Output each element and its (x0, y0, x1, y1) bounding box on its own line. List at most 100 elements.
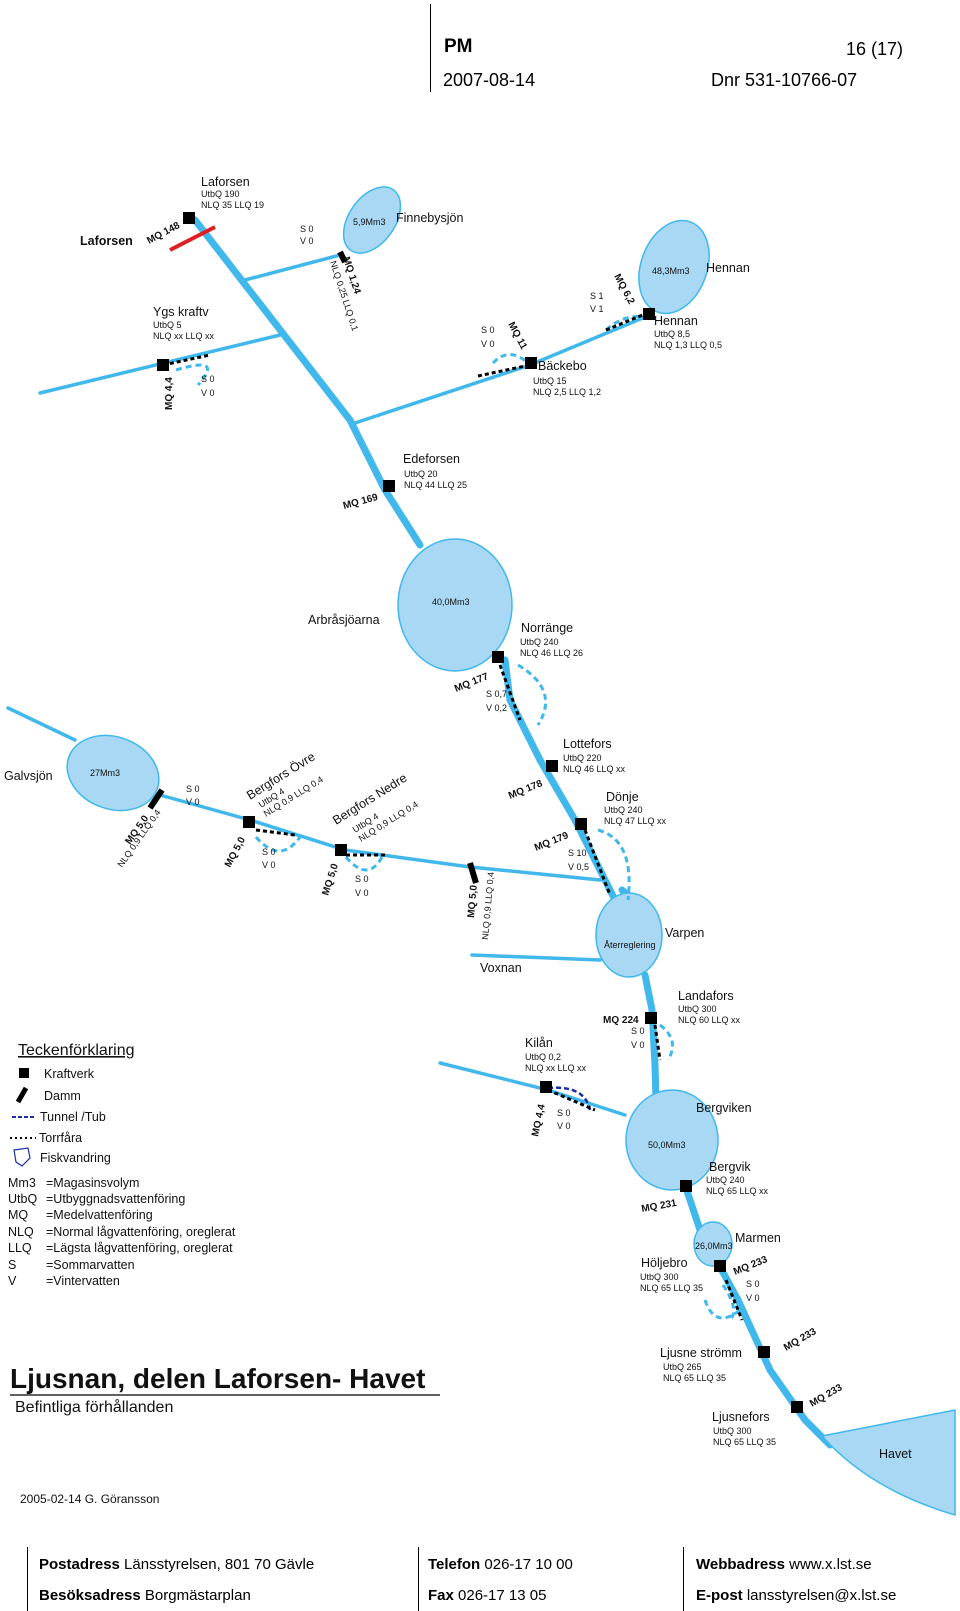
doc-type: PM (444, 36, 473, 57)
legend-kraftverk-icon (19, 1068, 29, 1078)
plant-holjebro (714, 1260, 726, 1272)
dams (147, 225, 479, 884)
webb-label: Webbadress (696, 1556, 785, 1573)
page-number: 16 (17) (846, 39, 904, 59)
backebo-mq: MQ 11 (505, 320, 529, 352)
hennan-vol: 48,3Mm3 (652, 266, 690, 276)
edeforsen-nlq: NLQ 44 LLQ 25 (404, 480, 467, 490)
fax-label: Fax (428, 1587, 454, 1604)
label-lottefors: Lottefors (563, 737, 612, 751)
abbrev-key-1: UtbQ (8, 1192, 37, 1206)
footer-webbadress: Webbadress www.x.lst.se (696, 1556, 872, 1573)
abbrev-desc-2: =Medelvattenföring (46, 1208, 153, 1222)
laforsen-utbq: UtbQ 190 (201, 189, 240, 199)
lottefors-utbq: UtbQ 220 (563, 753, 602, 763)
abbrev-key-5: S (8, 1258, 16, 1272)
label-havet: Havet (879, 1447, 912, 1461)
plant-bergvik (680, 1180, 692, 1192)
lake-galvsjon (66, 734, 160, 812)
abbrev-desc-3: =Normal lågvattenföring, oreglerat (46, 1225, 236, 1239)
plant-landafors (645, 1012, 657, 1024)
holjebro-utbq: UtbQ 300 (640, 1272, 679, 1282)
landafors-utbq: UtbQ 300 (678, 1004, 717, 1014)
label-galvsjon: Galvsjön (4, 769, 53, 783)
map-title: Ljusnan, delen Laforsen- Havet (10, 1363, 425, 1394)
label-landafors: Landafors (678, 989, 734, 1003)
bergfors-nedre-mq: MQ 5,0 (320, 862, 341, 897)
ljusnefors-nlq: NLQ 65 LLQ 35 (713, 1437, 776, 1447)
lottefors-nlq: NLQ 46 LLQ xx (563, 764, 626, 774)
postadress-label: Postadress (39, 1556, 120, 1573)
dam-voxnan (467, 862, 479, 884)
norrange-utbq: UtbQ 240 (520, 637, 559, 647)
footer-fax: Fax 026-17 13 05 (428, 1587, 546, 1604)
footer-epost: E-post lansstyrelsen@x.lst.se (696, 1587, 896, 1604)
backebo-s: S 0 (481, 325, 495, 335)
finnebysjon-v: V 0 (300, 236, 314, 246)
ygs-utbq: UtbQ 5 (153, 320, 182, 330)
backebo-v: V 0 (481, 339, 495, 349)
besok-label: Besöksadress (39, 1587, 141, 1604)
footer-divider-3 (683, 1547, 684, 1611)
footer-divider-1 (27, 1547, 28, 1611)
finnebysjon-s: S 0 (300, 224, 314, 234)
edeforsen-mq: MQ 169 (342, 492, 380, 512)
hennan-s: S 1 (590, 291, 604, 301)
label-kilan: Kilån (525, 1036, 553, 1050)
label-marmen: Marmen (735, 1231, 781, 1245)
backebo-utbq: UtbQ 15 (533, 376, 567, 386)
ygs-v: V 0 (201, 388, 215, 398)
fish-ladder-icon (13, 1147, 31, 1167)
marmen-vol: 26,0Mm3 (695, 1241, 733, 1251)
label-aterreglering: Återreglering (604, 940, 656, 950)
lake-marmen (693, 1221, 733, 1267)
dam-finnebysjon (337, 250, 348, 264)
telefon-label: Telefon (428, 1556, 481, 1573)
legend-damm: Damm (44, 1089, 81, 1103)
lottefors-mq: MQ 178 (507, 778, 545, 802)
dam-galvsjon (147, 788, 165, 810)
label-hennan-lake: Hennan (706, 261, 750, 275)
footer-besoksadress: Besöksadress Borgmästarplan (39, 1587, 251, 1604)
legend-torrfara: Torrfåra (39, 1131, 82, 1145)
telefon-value: 026-17 10 00 (484, 1556, 573, 1573)
kilan-utbq: UtbQ 0,2 (525, 1052, 561, 1062)
plant-kilan (540, 1081, 552, 1093)
plant-laforsen (183, 212, 195, 224)
footer-telefon: Telefon 026-17 10 00 (428, 1556, 573, 1573)
landafors-v: V 0 (631, 1040, 645, 1050)
holjebro-s: S 0 (746, 1279, 760, 1289)
ygs-mq: MQ 4,4 (164, 377, 175, 410)
ygs-nlq: NLQ xx LLQ xx (153, 331, 215, 341)
webb-value[interactable]: www.x.lst.se (789, 1556, 872, 1573)
abbrev-key-4: LLQ (8, 1241, 32, 1255)
legend-tunnel: Tunnel /Tub (40, 1110, 106, 1124)
legend-kraftverk: Kraftverk (44, 1067, 95, 1081)
label-hennan: Hennan (654, 314, 698, 328)
laforsen-nlq: NLQ 35 LLQ 19 (201, 200, 264, 210)
besok-value: Borgmästarplan (144, 1587, 251, 1604)
hennan-mq: MQ 6,2 (611, 272, 636, 307)
label-donje: Dönje (606, 790, 639, 804)
label-edeforsen: Edeforsen (403, 452, 460, 466)
epost-value[interactable]: lansstyrelsen@x.lst.se (746, 1587, 897, 1604)
donje-s: S 10 (568, 848, 587, 858)
postadress-value: Länsstyrelsen, 801 70 Gävle (124, 1556, 315, 1573)
edeforsen-utbq: UtbQ 20 (404, 469, 438, 479)
donje-nlq: NLQ 47 LLQ xx (604, 816, 667, 826)
epost-label: E-post (696, 1587, 743, 1604)
bergvik-utbq: UtbQ 240 (706, 1175, 745, 1185)
abbrev-desc-6: =Vintervatten (46, 1274, 120, 1288)
abbrev-desc-1: =Utbyggnadsvattenföring (46, 1192, 185, 1206)
lakes (66, 186, 956, 1517)
legend-fiskvandring: Fiskvandring (40, 1151, 111, 1165)
hennan-nlq: NLQ 1,3 LLQ 0,5 (654, 340, 722, 350)
plant-hennan (643, 308, 655, 320)
donje-utbq: UtbQ 240 (604, 805, 643, 815)
hennan-utbq: UtbQ 8,5 (654, 329, 690, 339)
kilan-mq: MQ 4,4 (530, 1103, 548, 1138)
footer-divider-2 (418, 1547, 419, 1611)
galvsjon-v: V 0 (186, 797, 200, 807)
map-subtitle: Befintliga förhållanden (15, 1398, 173, 1416)
lake-arbrasjoarna (397, 538, 513, 672)
